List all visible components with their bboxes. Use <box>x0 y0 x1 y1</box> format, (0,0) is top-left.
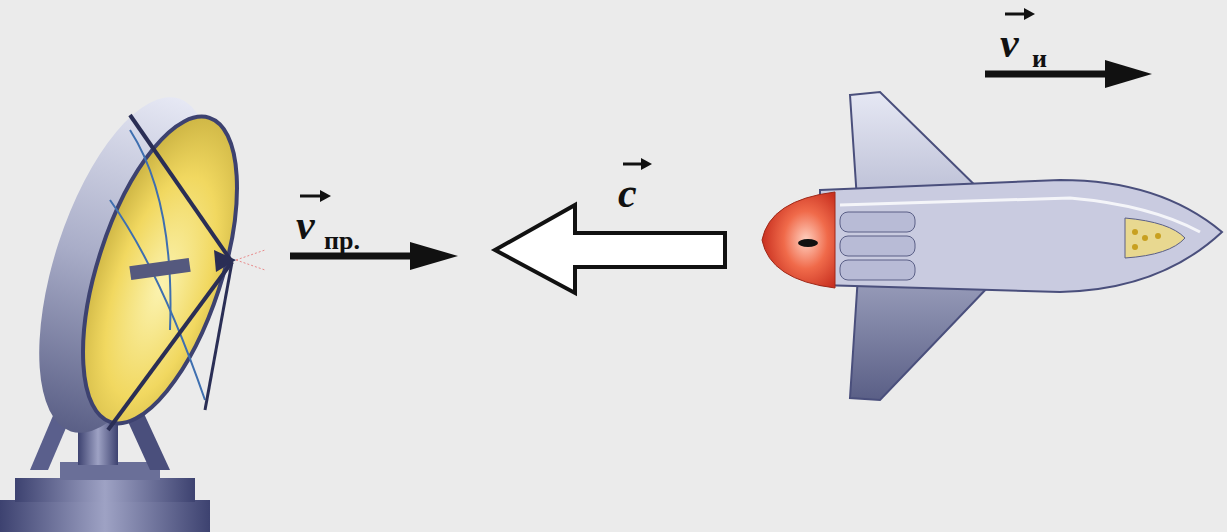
velocity-arrow <box>290 190 458 270</box>
velocity-arrow <box>985 8 1152 88</box>
velocity-symbol: v <box>296 204 315 246</box>
velocity-subscript: пр. <box>324 228 360 254</box>
antenna <box>0 77 268 532</box>
velocity-subscript: и <box>1032 46 1047 72</box>
velocity-symbol: v <box>1000 22 1019 64</box>
light-arrow <box>495 158 725 293</box>
light-speed-symbol: c <box>618 172 637 214</box>
spaceship <box>762 92 1222 400</box>
